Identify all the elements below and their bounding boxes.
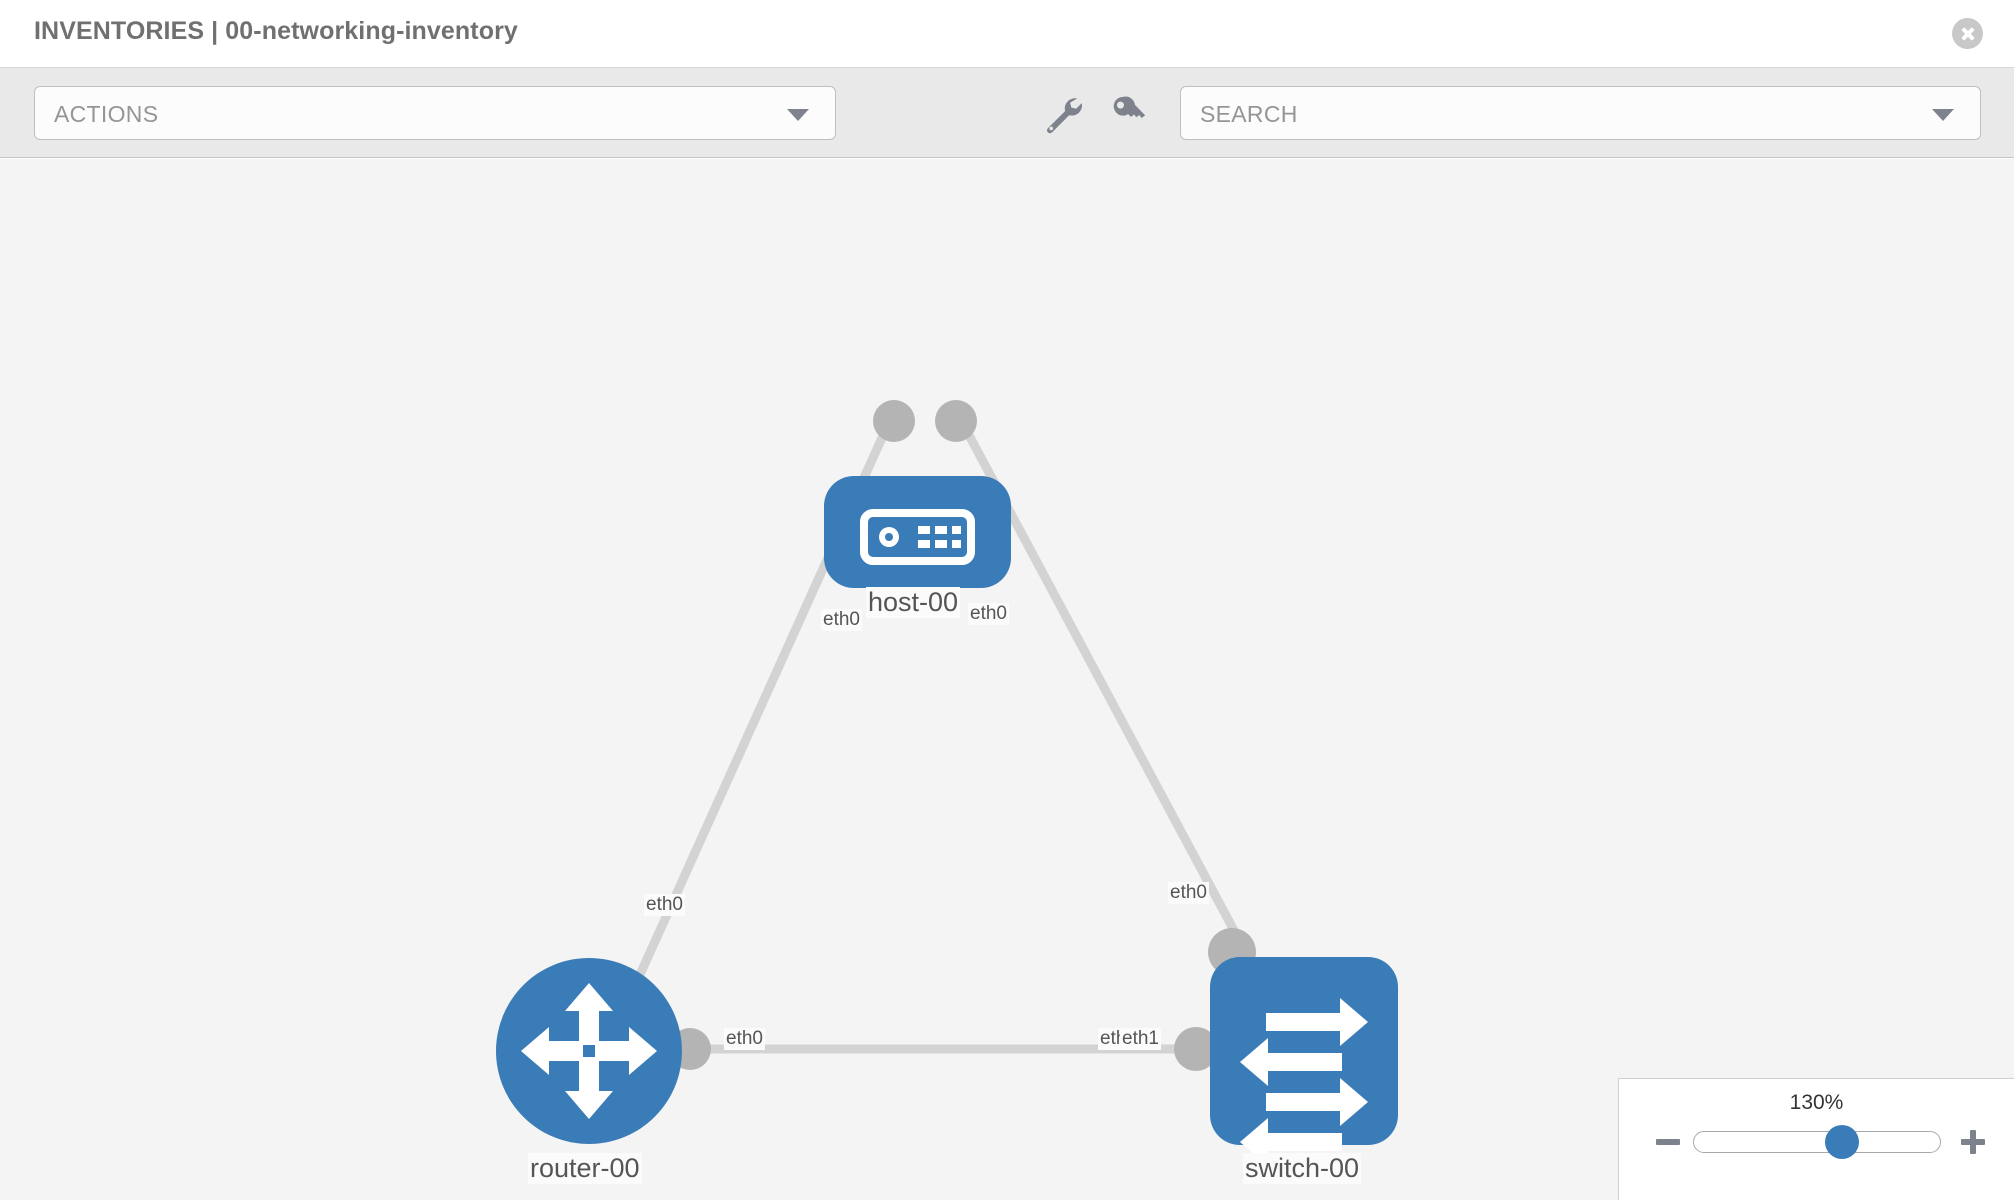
close-icon[interactable] (1952, 18, 1983, 49)
search-input[interactable]: SEARCH (1180, 86, 1981, 140)
node-switch-00[interactable] (1210, 957, 1398, 1166)
zoom-slider-thumb[interactable] (1824, 1125, 1859, 1159)
node-host-00[interactable] (824, 476, 1011, 588)
iface-label-switch-left-b[interactable]: eth1 (1120, 1028, 1161, 1050)
zoom-in-button[interactable] (1958, 1127, 1988, 1157)
iface-label-router-up[interactable]: eth0 (644, 894, 685, 916)
search-placeholder: SEARCH (1200, 101, 1298, 127)
iface-label-host-left[interactable]: eth0 (821, 609, 862, 631)
actions-dropdown-label: ACTIONS (54, 101, 159, 127)
key-icon[interactable] (1108, 91, 1152, 135)
zoom-control-panel: 130% (1618, 1078, 2014, 1200)
toolbar: ACTIONS SEARCH (0, 68, 2014, 158)
page-title: INVENTORIES | 00-networking-inventory (34, 17, 518, 45)
node-label-router-00[interactable]: router-00 (528, 1153, 642, 1184)
node-label-host-00[interactable]: host-00 (866, 587, 961, 618)
iface-label-switch-up[interactable]: eth0 (1168, 882, 1209, 904)
node-label-switch-00[interactable]: switch-00 (1243, 1153, 1362, 1184)
topology-canvas[interactable]: host-00 router-00 switch-00 eth0 eth0 et… (0, 159, 2014, 1200)
zoom-slider[interactable] (1693, 1125, 1941, 1159)
topology-graph[interactable] (0, 159, 2014, 1200)
connector-host-right[interactable] (935, 400, 977, 442)
chevron-down-icon[interactable] (1932, 109, 1954, 121)
router-arrows-icon (521, 983, 657, 1119)
page-header: INVENTORIES | 00-networking-inventory (0, 0, 2014, 68)
server-icon (860, 509, 975, 565)
connector-switch-left[interactable] (1174, 1027, 1218, 1071)
node-router-00[interactable] (496, 958, 682, 1144)
iface-label-host-right[interactable]: eth0 (968, 603, 1009, 625)
actions-dropdown[interactable]: ACTIONS (34, 86, 836, 140)
zoom-out-button[interactable] (1653, 1127, 1683, 1157)
chevron-down-icon (787, 109, 809, 121)
wrench-icon[interactable] (1040, 91, 1084, 135)
zoom-percent-label: 130% (1789, 1091, 1844, 1114)
connector-host-left[interactable] (873, 400, 915, 442)
iface-label-router-right[interactable]: eth0 (724, 1028, 765, 1050)
topology-connectors (669, 400, 1256, 1071)
